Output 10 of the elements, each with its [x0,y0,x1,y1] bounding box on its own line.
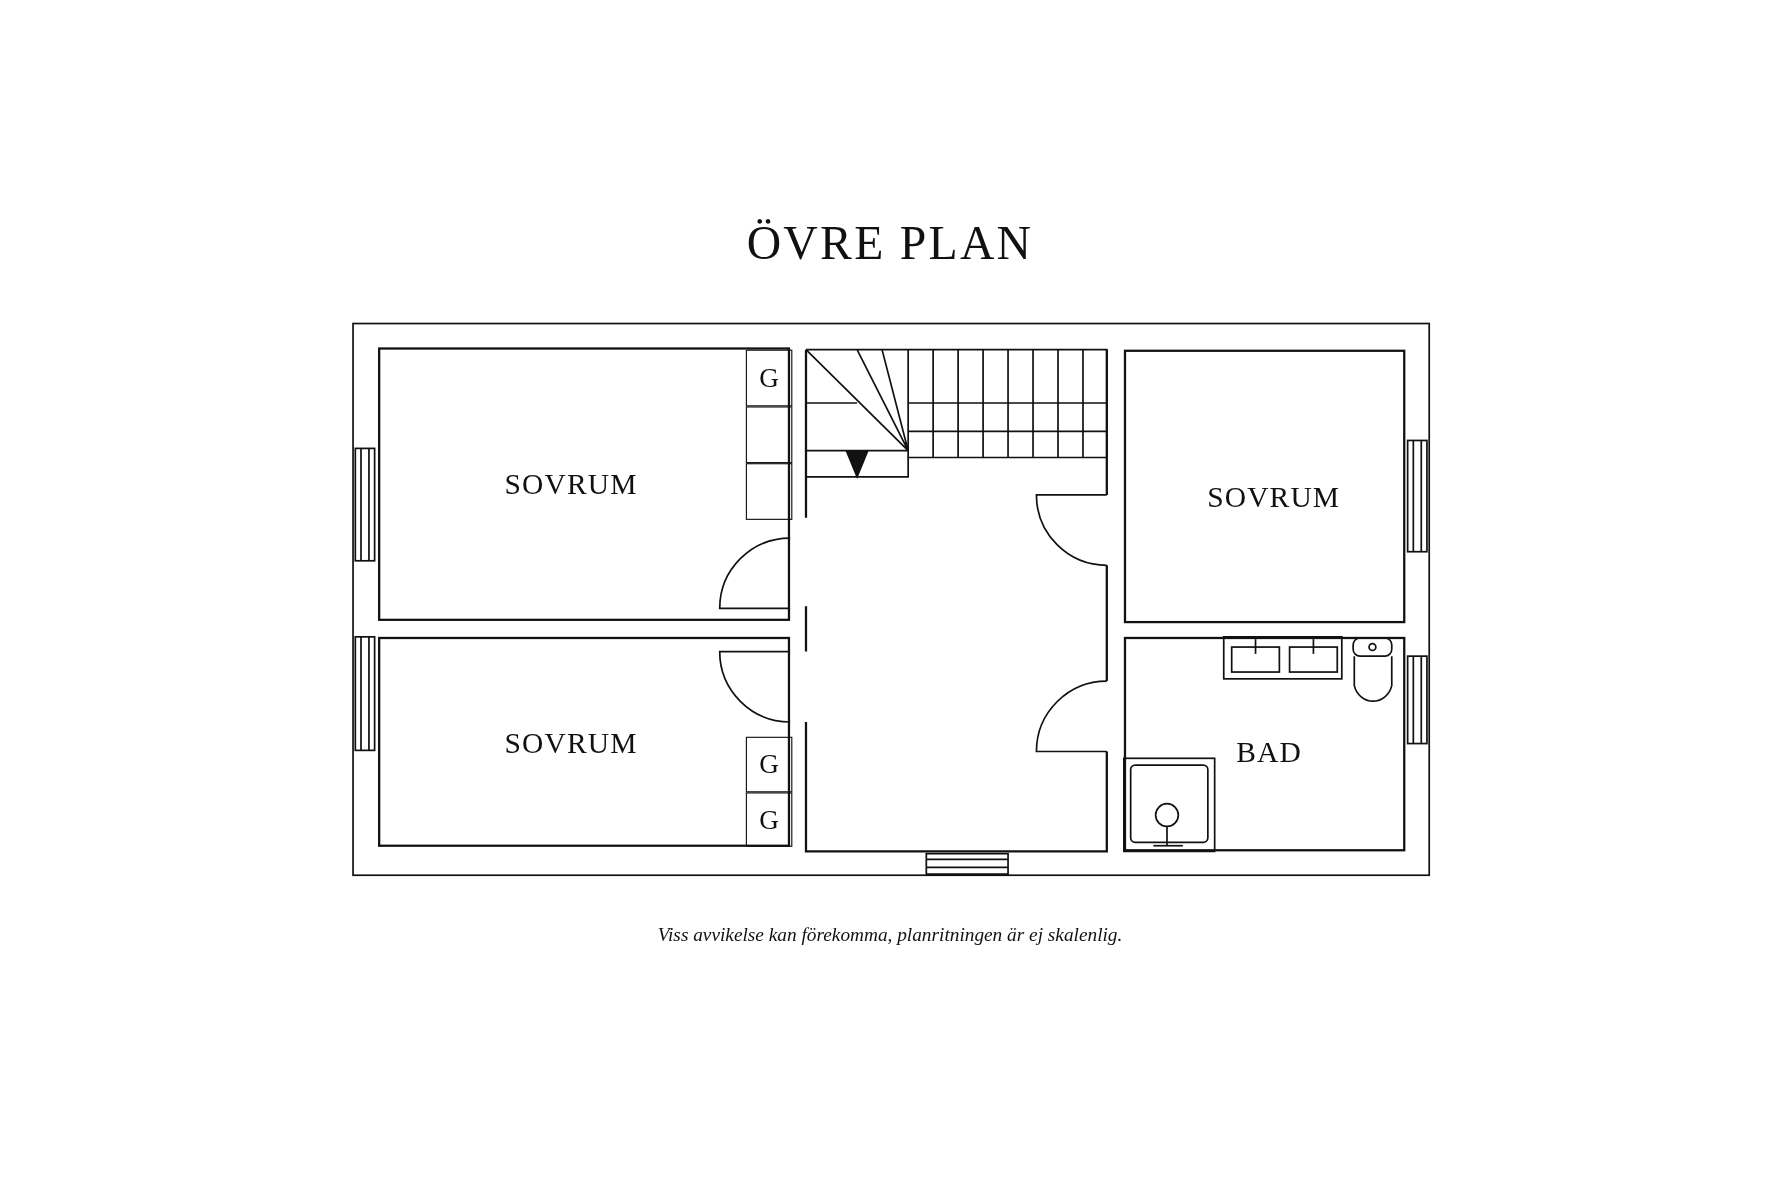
room-outline [1123,349,1406,624]
room-name: SOVRUM [1207,481,1341,516]
room-name: SOVRUM [504,467,638,502]
room-outline [378,347,791,621]
room-name: BAD [1236,735,1302,770]
plan-title: ÖVRE PLAN [745,215,1035,271]
room-name: SOVRUM [504,726,638,761]
room-outline [378,636,791,847]
room-outline [1123,636,1406,852]
disclaimer-caption: Viss avvikelse kan förekomma, planritningen är ej skalenlig. [656,924,1124,947]
